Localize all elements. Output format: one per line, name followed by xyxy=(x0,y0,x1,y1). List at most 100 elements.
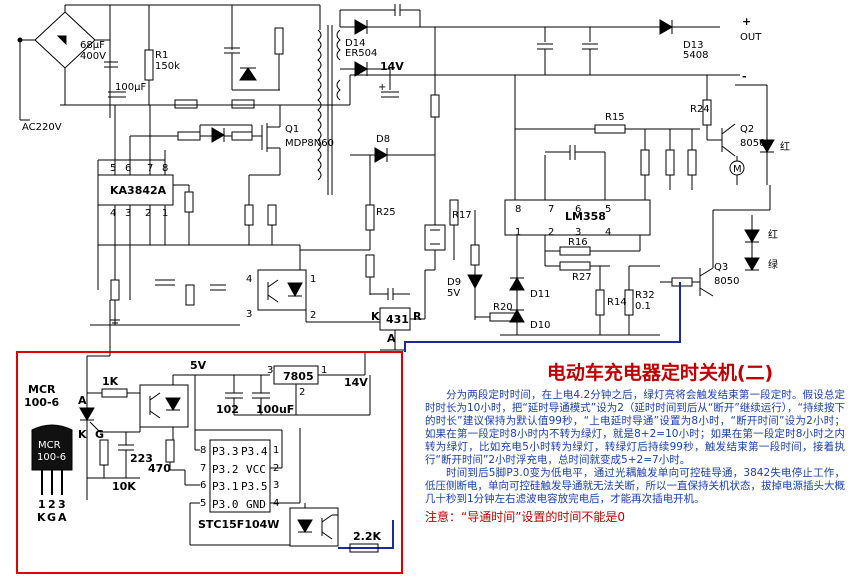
svg-text:A: A xyxy=(58,511,67,524)
svg-text:5: 5 xyxy=(200,498,206,509)
r24-label: R24 xyxy=(690,104,710,115)
mosfet-q1 xyxy=(261,105,281,175)
r17-label: R17 xyxy=(452,210,472,221)
svg-text:7: 7 xyxy=(548,204,554,215)
c1-label: 68μF xyxy=(80,40,105,51)
r16-label: R16 xyxy=(568,237,588,248)
r20-label: R20 xyxy=(493,302,513,313)
svg-text:7: 7 xyxy=(200,463,206,474)
r25-label: R25 xyxy=(376,207,396,218)
r-10k-label: 10K xyxy=(112,480,136,493)
svg-text:2: 2 xyxy=(548,227,554,238)
svg-text:6: 6 xyxy=(575,204,581,215)
r-470-label: 470 xyxy=(148,462,171,475)
tl431-a: A xyxy=(387,332,396,345)
d9-voltage: 5V xyxy=(447,288,460,299)
rail-14v-label: 14V xyxy=(344,376,368,389)
svg-text:4: 4 xyxy=(110,208,116,219)
svg-text:1: 1 xyxy=(515,227,521,238)
pin-p35: P3.5 xyxy=(241,480,268,493)
article-panel: 电动车充电器定时关机(二) 分为两段定时时间，在上电4.2分钟之后，绿灯亮将会触… xyxy=(425,358,845,525)
tl431-label: 431 xyxy=(386,313,409,326)
svg-text:8: 8 xyxy=(515,204,521,215)
svg-text:MCR: MCR xyxy=(38,440,61,451)
q1-part: MDP8N60 xyxy=(285,138,334,149)
svg-text:100-6: 100-6 xyxy=(37,452,66,463)
mcu-stc15f104w xyxy=(209,439,271,513)
c-100uf-label: 100uF xyxy=(256,403,294,416)
svg-text:1: 1 xyxy=(273,445,279,456)
q3-part: 8050 xyxy=(714,276,739,287)
article-paragraph-2: 时间到后5脚P3.0变为低电平，通过光耦触发单向可控硅导通，3842失电停止工作… xyxy=(425,467,845,505)
d9-label: D9 xyxy=(447,277,461,288)
svg-text:1: 1 xyxy=(321,365,327,376)
svg-text:1: 1 xyxy=(38,498,46,511)
article-title: 电动车充电器定时关机(二) xyxy=(546,362,774,384)
svg-text:2: 2 xyxy=(145,208,151,219)
mcr-100-6-package: MCR 100-6 xyxy=(31,424,73,495)
svg-text:2: 2 xyxy=(48,498,56,511)
c2-label: 100μF xyxy=(115,82,146,93)
d8-label: D8 xyxy=(376,134,390,145)
aux-14v-label: 14V xyxy=(380,60,404,73)
tl431-r: R xyxy=(413,310,422,323)
pin-p32: P3.2 xyxy=(212,463,239,476)
svg-text:3: 3 xyxy=(273,480,279,491)
svg-text:1: 1 xyxy=(310,274,316,285)
svg-text:G: G xyxy=(47,511,56,524)
mcr-part: 100-6 xyxy=(24,396,60,409)
svg-text:2: 2 xyxy=(299,387,305,398)
d14-label: D14 xyxy=(345,38,365,49)
svg-text:5: 5 xyxy=(110,163,116,174)
scr-symbol xyxy=(79,380,101,500)
svg-text:3: 3 xyxy=(267,365,273,376)
lm358-label: LM358 xyxy=(565,210,606,223)
r15-label: R15 xyxy=(605,112,625,123)
r32-value: 0.1 xyxy=(635,301,651,312)
scr-k: K xyxy=(78,428,87,441)
bridge-rectifier xyxy=(17,4,110,121)
svg-text:K: K xyxy=(37,511,46,524)
capacitor-c1 xyxy=(104,61,118,68)
led-green-label: 绿 xyxy=(768,258,778,271)
pin-p33: P3.3 xyxy=(212,445,239,458)
mcu-part-label: STC15F104W xyxy=(198,518,279,531)
rail-5v-label: 5V xyxy=(190,359,207,372)
ac-input-label: AC220V xyxy=(22,122,62,133)
c-102-label: 102 xyxy=(216,403,239,416)
r32-label: R32 xyxy=(635,290,655,301)
d14-part: ER504 xyxy=(345,48,377,59)
r27-label: R27 xyxy=(572,272,592,283)
q3-label: Q3 xyxy=(714,262,728,273)
r-22k-label: 2.2K xyxy=(353,530,381,543)
r1-value: 150k xyxy=(155,61,180,72)
signal-wire xyxy=(404,282,681,352)
svg-text:8: 8 xyxy=(200,445,206,456)
article-note: 注意：“导通时间”设置的时间不能是0 xyxy=(425,510,626,524)
d10-label: D10 xyxy=(530,320,550,331)
output-plus: + xyxy=(742,15,751,28)
q2-part: 8050 xyxy=(740,138,765,149)
resistor-r1 xyxy=(144,49,154,81)
svg-text:3: 3 xyxy=(575,227,581,238)
r-1k-label: 1K xyxy=(102,375,119,388)
svg-text:M: M xyxy=(733,164,742,175)
ic-lm358 xyxy=(504,199,651,236)
optocoupler-timer-in xyxy=(139,384,189,428)
reg-7805-label: 7805 xyxy=(283,370,314,383)
c-223-label: 223 xyxy=(130,452,153,465)
r1-label: R1 xyxy=(155,50,168,61)
article-paragraph-1: 分为两段定时时间，在上电4.2分钟之后，绿灯亮将会触发结束第一段定时。假设总定时… xyxy=(425,389,845,466)
svg-text:2: 2 xyxy=(310,310,316,321)
c1-voltage: 400V xyxy=(80,51,106,62)
svg-text:4: 4 xyxy=(605,227,611,238)
d13-part: 5408 xyxy=(683,50,708,61)
transformer xyxy=(317,25,341,195)
mcr-label: MCR xyxy=(28,383,56,396)
q2-label: Q2 xyxy=(740,124,754,135)
pin-p30: P3.0 xyxy=(212,498,239,511)
svg-text:4: 4 xyxy=(246,274,252,285)
d13-label: D13 xyxy=(683,40,703,51)
tl431-k: K xyxy=(371,310,380,323)
pin-p34: P3.4 xyxy=(241,445,268,458)
